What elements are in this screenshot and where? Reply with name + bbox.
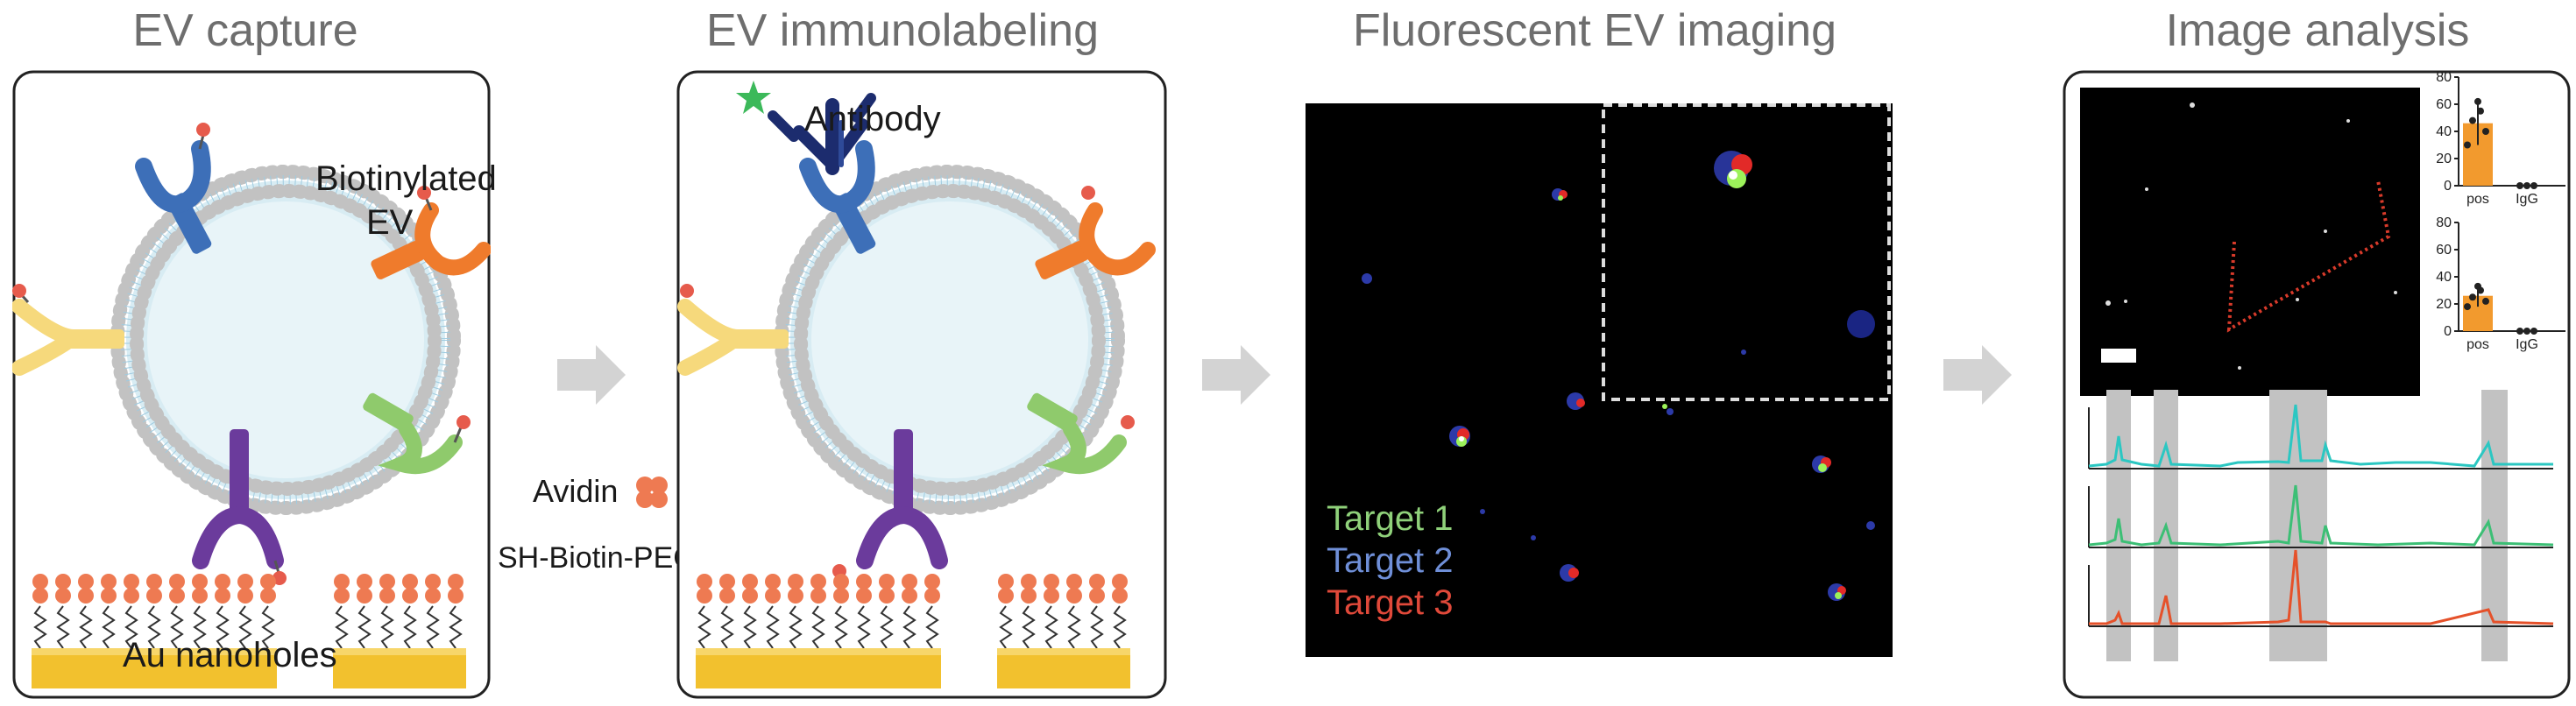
receptor-blue bbox=[799, 140, 876, 254]
zoom-inset-frame bbox=[1602, 103, 1891, 401]
y-tick-label: 0 bbox=[2444, 324, 2452, 339]
line-profile-traces bbox=[2088, 390, 2554, 661]
y-tick-label: 60 bbox=[2436, 97, 2452, 112]
au-nanohole-left bbox=[696, 574, 941, 688]
legend-target-3: Target 3 bbox=[1327, 583, 1454, 622]
ev-spots bbox=[1362, 188, 1875, 601]
receptor-yellow bbox=[677, 284, 789, 376]
au-nanohole-left bbox=[32, 574, 277, 688]
trace-orange bbox=[2089, 549, 2554, 625]
data-point bbox=[2469, 293, 2476, 301]
receptor-orange bbox=[1035, 186, 1156, 279]
arrow-right-2 bbox=[1202, 345, 1270, 405]
receptor-green bbox=[1027, 392, 1135, 475]
y-tick-label: 0 bbox=[2444, 179, 2452, 194]
legend-target-2: Target 2 bbox=[1327, 541, 1454, 580]
receptor-yellow bbox=[12, 284, 124, 376]
data-point bbox=[2477, 107, 2484, 115]
data-point bbox=[2464, 141, 2471, 149]
y-tick-label: 60 bbox=[2436, 243, 2452, 258]
receptor-purple bbox=[832, 429, 948, 578]
biotinylated-ev bbox=[110, 165, 461, 515]
section-title-immunolabeling: EV immunolabeling bbox=[705, 5, 1100, 56]
avidin-label: Avidin bbox=[533, 473, 619, 509]
zoom-inset-spots bbox=[1714, 151, 1875, 338]
antibody-icon bbox=[768, 93, 876, 175]
data-point bbox=[2523, 182, 2530, 189]
micrograph-spots bbox=[2105, 102, 2397, 370]
avidin-icon bbox=[636, 477, 668, 508]
trace-green bbox=[2088, 484, 2554, 547]
data-point bbox=[2464, 303, 2471, 311]
x-tick-label-pos: pos bbox=[2466, 337, 2489, 352]
section-title-analysis: Image analysis bbox=[2165, 5, 2470, 56]
trace-cyan bbox=[2088, 404, 2553, 468]
au-nanoholes-label: Au nanoholes bbox=[123, 636, 337, 674]
receptor-green bbox=[363, 392, 471, 475]
section-title-imaging: Fluorescent EV imaging bbox=[1352, 5, 1837, 56]
receptor-blue bbox=[135, 123, 212, 254]
bar-chart-2: 0 20 40 60 80 pos IgG bbox=[2436, 215, 2565, 352]
y-tick-label: 20 bbox=[2436, 297, 2452, 312]
fluorescence-image bbox=[1306, 103, 1893, 657]
data-point bbox=[2530, 182, 2537, 189]
biotinylated-ev-label-line2: EV bbox=[366, 203, 414, 242]
biotinylated-ev-label-line1: Biotinylated bbox=[315, 159, 497, 198]
y-tick-label: 40 bbox=[2436, 270, 2452, 285]
x-tick-label-IgG: IgG bbox=[2516, 337, 2538, 352]
data-point bbox=[2477, 286, 2484, 294]
antibody-label: Antibody bbox=[804, 100, 941, 138]
section-title-capture: EV capture bbox=[132, 5, 358, 56]
fluorophore-star-icon bbox=[736, 81, 771, 114]
data-point bbox=[2469, 116, 2476, 124]
scale-bar bbox=[2101, 349, 2136, 363]
data-point bbox=[2474, 97, 2481, 105]
line-profile-path bbox=[2226, 180, 2391, 333]
sh-biotin-peg-label: SH-Biotin-PEG bbox=[498, 541, 697, 575]
arrow-right-1 bbox=[557, 345, 626, 405]
arrow-right-3 bbox=[1943, 345, 2012, 405]
data-point bbox=[2530, 328, 2537, 335]
x-tick-label-pos: pos bbox=[2466, 192, 2489, 207]
analysis-micrograph bbox=[2080, 88, 2420, 396]
data-point bbox=[2516, 328, 2523, 335]
data-point bbox=[2482, 128, 2489, 135]
ev-capture-panel bbox=[12, 70, 491, 699]
y-tick-label: 20 bbox=[2436, 152, 2452, 166]
data-point bbox=[2523, 328, 2530, 335]
data-point bbox=[2482, 297, 2489, 305]
data-point bbox=[2516, 182, 2523, 189]
x-tick-label-IgG: IgG bbox=[2516, 192, 2538, 207]
y-tick-label: 80 bbox=[2436, 70, 2452, 85]
bar-chart-1: 0 20 40 60 80 pos IgG bbox=[2436, 70, 2565, 207]
au-nanohole-right bbox=[333, 574, 466, 688]
au-nanohole-right bbox=[997, 574, 1130, 688]
receptor-orange bbox=[371, 186, 491, 279]
y-tick-label: 40 bbox=[2436, 124, 2452, 139]
ev-immunolabeling-panel bbox=[676, 70, 1167, 699]
y-tick-label: 80 bbox=[2436, 215, 2452, 230]
legend-target-1: Target 1 bbox=[1327, 499, 1454, 538]
